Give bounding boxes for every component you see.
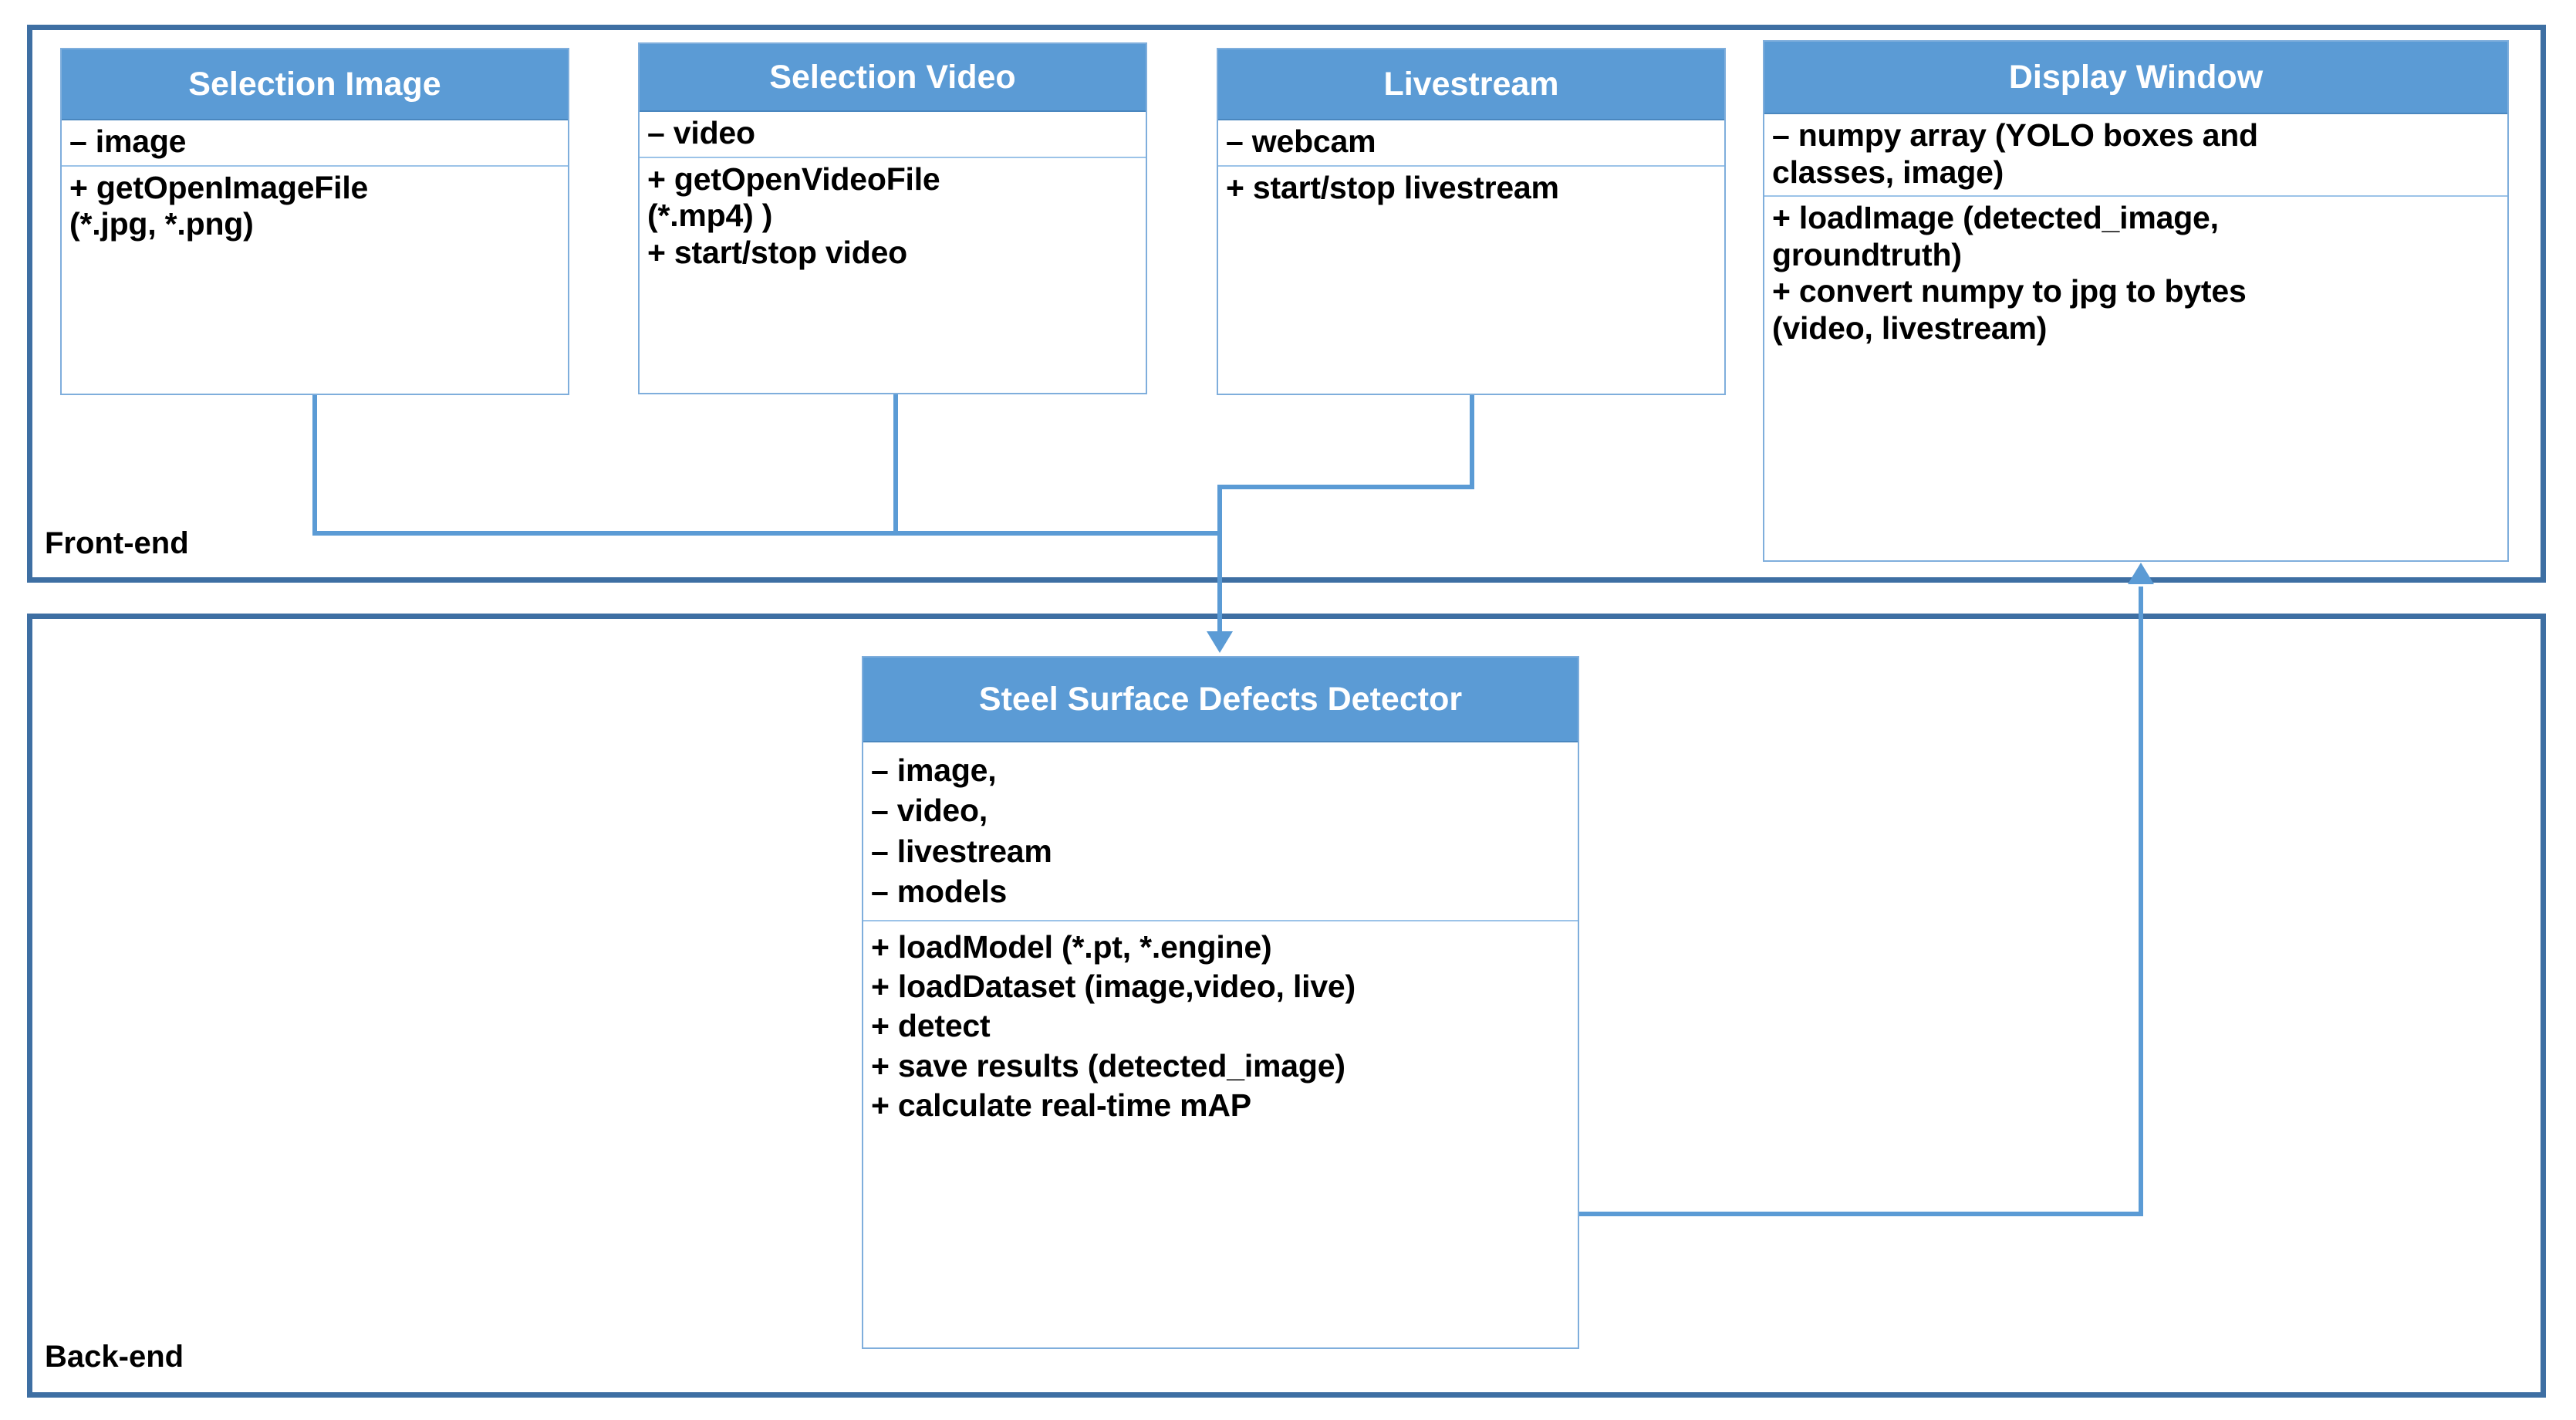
class-method: + start/stop video xyxy=(647,234,908,270)
class-methods-detector: + loadModel (*.pt, *.engine) + loadDatas… xyxy=(863,919,1578,1130)
class-box-selection-image[interactable]: Selection Image – image + getOpenImageFi… xyxy=(60,48,569,395)
class-attribute: – numpy array (YOLO boxes and xyxy=(1772,117,2258,153)
class-attribute: – image, xyxy=(871,752,997,788)
class-method: + loadDataset (image,video, live) xyxy=(871,969,1356,1005)
class-title-selection-video: Selection Video xyxy=(640,44,1146,112)
connector-livestream-drop xyxy=(1470,395,1474,487)
connector-selection-image-drop xyxy=(312,395,317,536)
class-method: (*.jpg, *.png) xyxy=(69,206,254,242)
class-method: + detect xyxy=(871,1008,991,1044)
class-method: + getOpenVideoFile xyxy=(647,161,940,197)
class-method: (*.mp4) ) xyxy=(647,198,773,234)
class-attributes-selection-video: – video xyxy=(640,112,1146,157)
class-title-detector: Steel Surface Defects Detector xyxy=(863,658,1578,742)
class-attributes-selection-image: – image xyxy=(62,120,568,165)
class-methods-livestream: + start/stop livestream xyxy=(1218,164,1724,211)
class-method: + getOpenImageFile xyxy=(69,169,369,205)
connector-selection-video-drop xyxy=(893,394,898,536)
class-attribute: – models xyxy=(871,874,1008,910)
class-title-livestream: Livestream xyxy=(1218,49,1724,120)
class-method: + loadModel (*.pt, *.engine) xyxy=(871,928,1272,965)
connector-bus-junction xyxy=(1217,485,1222,536)
class-attribute: – video, xyxy=(871,793,988,829)
class-box-steel-surface-defects-detector[interactable]: Steel Surface Defects Detector – image, … xyxy=(862,656,1579,1349)
class-method: + calculate real-time mAP xyxy=(871,1087,1251,1123)
connector-display-feed xyxy=(2139,587,2143,1214)
class-attributes-livestream: – webcam xyxy=(1218,120,1724,165)
class-method: groundtruth) xyxy=(1772,236,1962,272)
class-box-display-window[interactable]: Display Window – numpy array (YOLO boxes… xyxy=(1763,40,2509,562)
class-method: (video, livestream) xyxy=(1772,309,2048,346)
connector-detector-output xyxy=(1579,1212,2143,1216)
class-title-selection-image: Selection Image xyxy=(62,49,568,120)
class-box-selection-video[interactable]: Selection Video – video + getOpenVideoFi… xyxy=(638,42,1147,394)
arrow-down-icon xyxy=(1207,631,1233,653)
class-methods-selection-image: + getOpenImageFile (*.jpg, *.png) xyxy=(62,164,568,248)
class-attribute: – video xyxy=(647,115,755,150)
class-attributes-display-window: – numpy array (YOLO boxes and classes, i… xyxy=(1764,114,2507,195)
class-method: + loadImage (detected_image, xyxy=(1772,200,2219,236)
class-title-display-window: Display Window xyxy=(1764,42,2507,114)
class-attribute: – livestream xyxy=(871,833,1052,869)
arrow-up-icon xyxy=(2128,563,2154,584)
backend-panel-label: Back-end xyxy=(45,1340,184,1374)
class-method: + convert numpy to jpg to bytes xyxy=(1772,273,2247,309)
class-box-livestream[interactable]: Livestream – webcam + start/stop livestr… xyxy=(1217,48,1726,395)
class-attributes-detector: – image, – video, – livestream – models xyxy=(863,742,1578,920)
class-methods-display-window: + loadImage (detected_image, groundtruth… xyxy=(1764,195,2507,351)
class-method: + start/stop livestream xyxy=(1226,169,1559,205)
class-method: + save results (detected_image) xyxy=(871,1047,1345,1084)
connector-livestream-bus xyxy=(1217,485,1474,489)
class-methods-selection-video: + getOpenVideoFile (*.mp4) ) + start/sto… xyxy=(640,156,1146,276)
class-attribute: classes, image) xyxy=(1772,154,2004,190)
frontend-panel-label: Front-end xyxy=(45,526,189,560)
connector-detector-feed xyxy=(1217,531,1222,633)
class-attribute: – image xyxy=(69,123,187,159)
class-attribute: – webcam xyxy=(1226,123,1376,159)
connector-horizontal-bus xyxy=(312,531,1222,536)
